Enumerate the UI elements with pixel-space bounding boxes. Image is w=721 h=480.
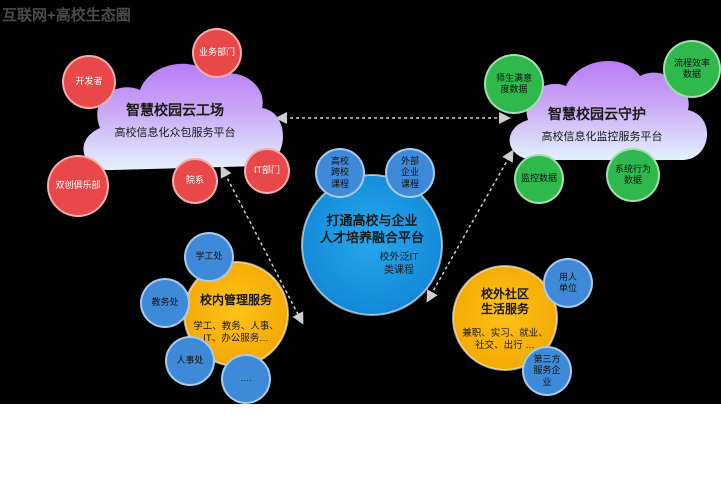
cloud-left-shape [83,63,283,171]
inner-service-desc-line1: 学工、教务、人事、 [193,321,279,332]
satellite-behavior-data: 系统行为数据 [606,148,660,202]
inner-service-desc-line2: IT、办公服务… [203,333,269,344]
satellite-departments: 院系 [172,158,218,204]
satellite-satisfaction-data: 师生满意度数据 [484,54,544,114]
diagram-stage: 互联网+高校生态圈 [0,0,721,404]
satellite-academic-affairs: 教务处 [140,278,190,328]
satellite-student-affairs: 学工处 [184,232,234,282]
center-sub-line2: 类课程 [384,265,414,276]
satellite-hr-office: 人事处 [165,336,215,386]
cloud-right-subtitle: 高校信息化监控服务平台 [541,131,663,143]
outer-service-title-line1: 校外社区 [480,287,529,301]
center-title-line2: 人才培养融合平台 [319,230,424,245]
satellite-employer: 用人单位 [543,258,593,308]
connector-right-cloud-outer [426,149,514,303]
inner-service-title: 校内管理服务 [199,293,272,307]
center-title-line1: 打通高校与企业 [326,213,418,228]
outer-service-desc-line1: 兼职、实习、就业、 [462,328,548,339]
satellite-efficiency-data: 流程效率数据 [663,40,721,98]
satellite-enterprise-course: 外部企业课程 [385,148,435,198]
satellite-cross-school-course: 高校跨校课程 [315,148,365,198]
outer-service-desc-line2: 社交、出行 … [475,340,535,351]
cloud-right-title: 智慧校园云守护 [548,106,646,122]
outer-service-shape [452,265,558,371]
diagram-title: 互联网+高校生态圈 [2,7,131,24]
cloud-left-subtitle: 高校信息化众包服务平台 [114,127,236,139]
satellite-developer: 开发者 [62,55,116,109]
connector-left-cloud-inner [220,165,304,325]
satellite-monitoring-data: 监控数据 [514,154,564,204]
satellite-third-party: 第三方服务企业 [522,346,572,396]
satellite-business-dept: 业务部门 [192,28,242,78]
outer-service-title-line2: 生活服务 [480,302,529,316]
satellite-innovation-club: 双创俱乐部 [47,155,109,217]
cloud-right-shape [509,61,708,161]
satellite-etc: …. [221,354,271,404]
center-platform-shape [301,174,443,316]
diagram-canvas [83,61,708,371]
center-sub-line1: 校外泛IT [379,252,419,263]
satellite-it-dept: IT部门 [244,148,290,194]
cloud-left-title: 智慧校园云工场 [126,102,224,118]
